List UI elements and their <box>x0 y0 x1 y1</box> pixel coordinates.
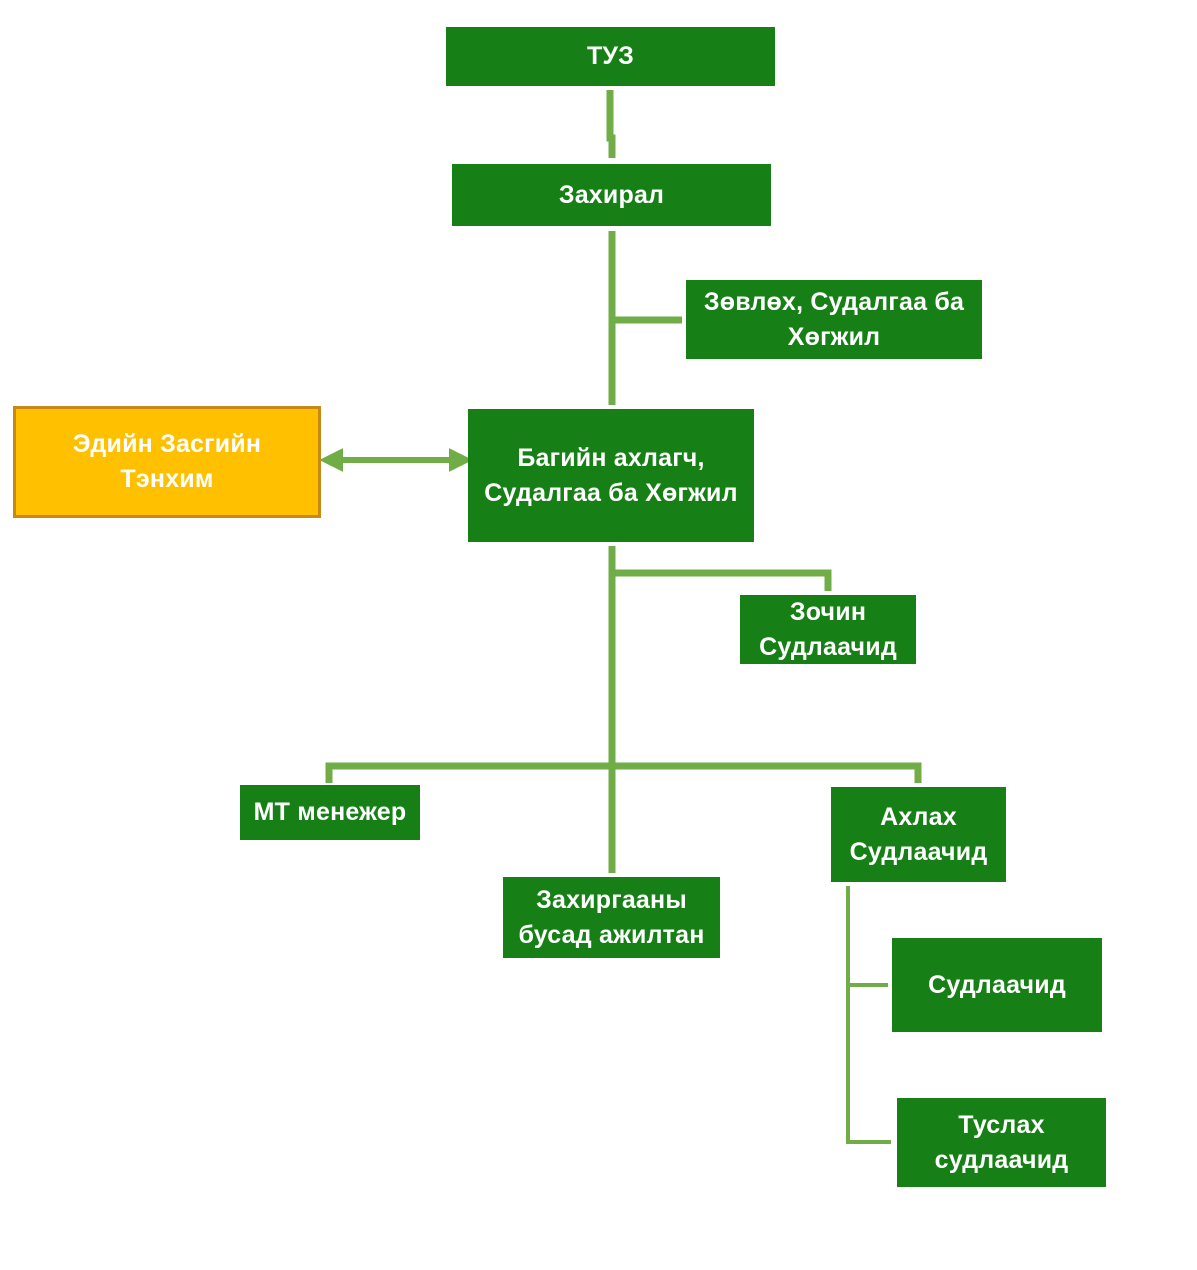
connector-zochin <box>612 569 832 591</box>
node-edy-line-1: Эдийн Засгийн <box>72 430 262 458</box>
node-zahirgaa-line-1: Захиргааны <box>536 885 687 914</box>
node-tuz-label: ТУЗ <box>586 42 635 70</box>
node-zahirgaa-line-2: бусад ажилтан <box>518 920 705 949</box>
node-zovloh-line-1: Зөвлөх, Судалгаа ба <box>703 287 965 316</box>
node-ediin-zasgiin-tenhim: Эдийн Засгийн Тэнхим <box>13 406 321 518</box>
node-ahlah-line-1: Ахлах <box>880 802 957 831</box>
node-bagiin-ahlagch: Багийн ахлагч, Судалгаа ба Хөгжил <box>468 409 754 542</box>
node-zochin-line-2: Судлаачид <box>759 632 897 661</box>
node-zochin-sudlaachid: Зочин Судлаачид <box>740 595 916 664</box>
node-sudlaa-label: Судлаачид <box>928 970 1066 999</box>
node-edy-line-2: Тэнхим <box>120 465 214 493</box>
node-tuslah-line-1: Туслах <box>958 1110 1045 1139</box>
node-sudlaachid: Судлаачид <box>892 938 1102 1032</box>
node-ahlah-sudlaachid: Ахлах Судлаачид <box>831 787 1006 882</box>
connector-ahlah-sub <box>846 886 891 1144</box>
node-bagiin-line-1: Багийн ахлагч, <box>517 443 705 472</box>
node-zovloh-line-2: Хөгжил <box>787 322 881 351</box>
node-bagiin-line-2: Судалгаа ба Хөгжил <box>484 478 738 507</box>
node-mt-label: МТ менежер <box>253 798 407 826</box>
node-tuslah-line-2: судлаачид <box>934 1145 1069 1174</box>
node-zovloh: Зөвлөх, Судалгаа ба Хөгжил <box>686 280 982 359</box>
connector-tuz-zahiral <box>606 90 616 158</box>
node-ahlah-line-2: Судлаачид <box>849 837 988 866</box>
node-tuslah-sudlaachid: Туслах судлаачид <box>897 1098 1106 1187</box>
connector-bus <box>325 762 922 783</box>
node-tuz: ТУЗ <box>446 27 775 86</box>
node-zahiral: Захирал <box>452 164 771 226</box>
node-mt-menejer: МТ менежер <box>240 785 420 840</box>
node-zochin-line-1: Зочин <box>789 597 867 626</box>
node-zahirgaany-busad-ajiltan: Захиргааны бусад ажилтан <box>503 877 720 958</box>
node-zahiral-label: Захирал <box>558 180 665 209</box>
